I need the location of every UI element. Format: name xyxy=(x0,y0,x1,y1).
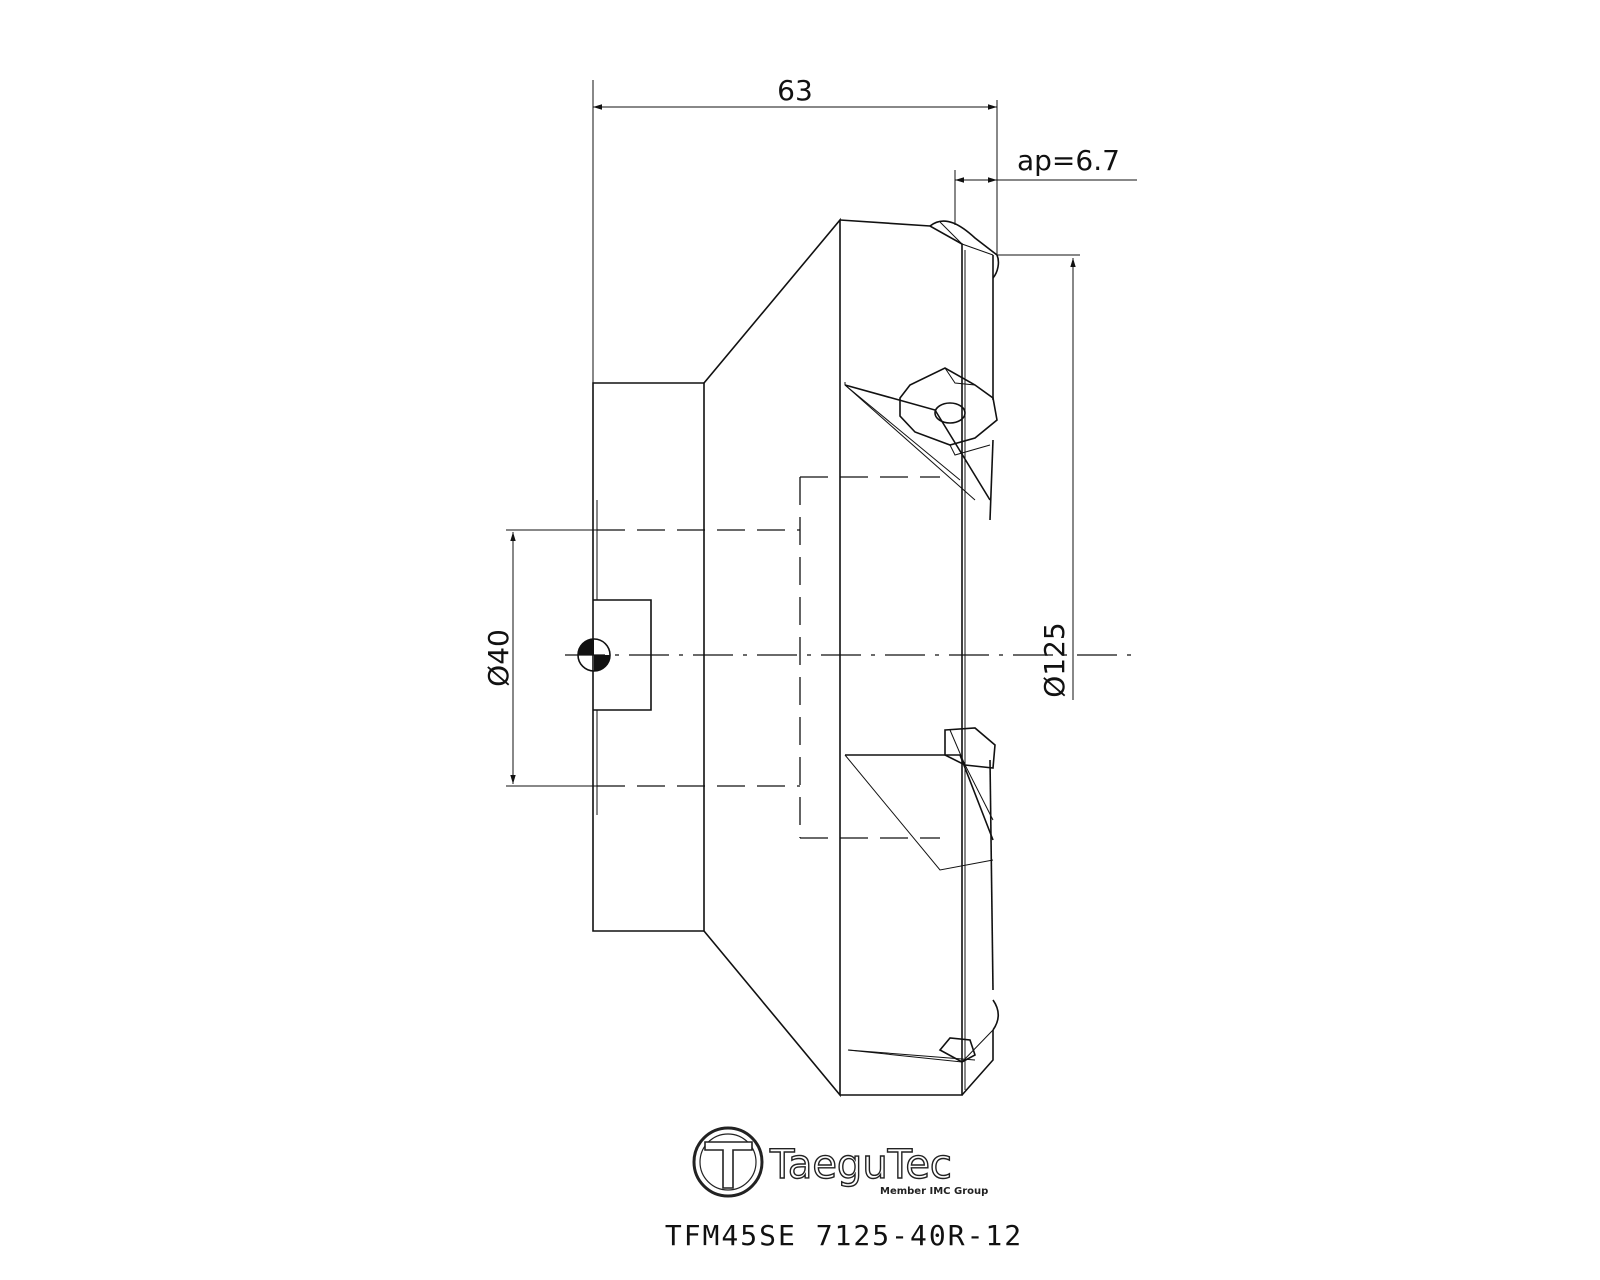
bore-diameter-dimension: Ø40 xyxy=(482,529,600,787)
hidden-bore-lines xyxy=(597,476,940,839)
cutter-body xyxy=(703,217,1000,1098)
length-dimension: 63 xyxy=(592,74,998,385)
insert-upper xyxy=(899,367,998,446)
cutter-diameter-dimension: Ø125 xyxy=(997,254,1080,700)
brand-logo: TaeguTec Member IMC Group xyxy=(692,1126,988,1198)
bore-diameter-label: Ø40 xyxy=(482,629,515,687)
logo-brand-name: TaeguTec xyxy=(769,1142,952,1188)
length-dimension-label: 63 xyxy=(777,74,813,107)
depth-of-cut-label: ap=6.7 xyxy=(1017,144,1120,177)
shank-body xyxy=(577,382,705,932)
cutter-diameter-label: Ø125 xyxy=(1038,622,1071,697)
logo-tagline: Member IMC Group xyxy=(880,1186,988,1197)
logo-emblem-icon xyxy=(692,1126,764,1198)
part-number: TFM45SE 7125-40R-12 xyxy=(665,1219,1023,1252)
insert-middle xyxy=(944,727,996,769)
insert-lower xyxy=(938,1037,976,1063)
depth-of-cut-dimension: ap=6.7 xyxy=(954,144,1137,225)
insert-screw-hole xyxy=(934,402,966,424)
